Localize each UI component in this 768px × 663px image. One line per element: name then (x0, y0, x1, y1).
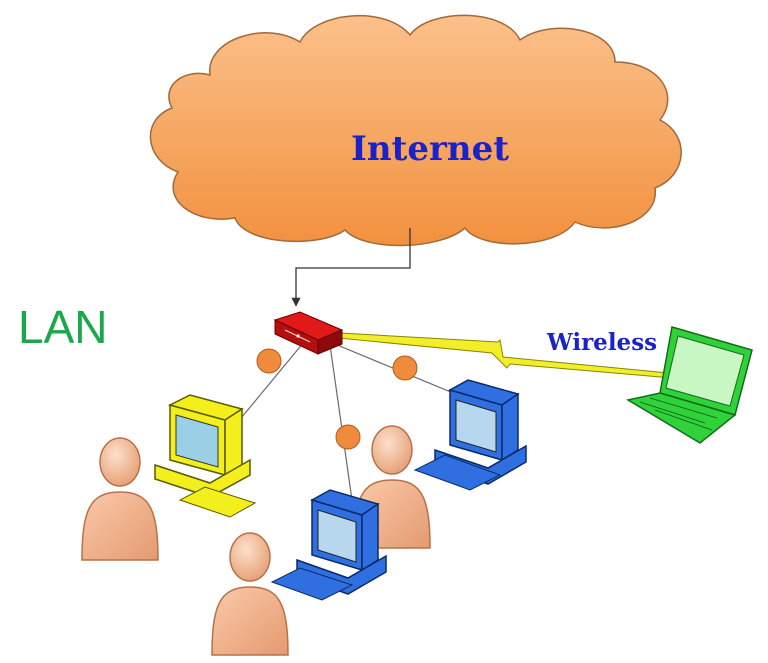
laptop-icon (625, 326, 753, 444)
desktop-computer-yellow-icon (154, 394, 257, 518)
hub-node (392, 355, 418, 381)
link-router-computer-blue-lower (329, 344, 353, 501)
hub-node (335, 424, 361, 450)
internet-label: Internet (351, 129, 509, 169)
internet-cloud-icon (149, 14, 682, 247)
hub-node (256, 348, 282, 374)
wireless-label: Wireless (546, 329, 657, 356)
lan-label: LAN (18, 301, 107, 353)
user-icon (211, 532, 289, 656)
internet-router-link (291, 228, 411, 307)
router-icon (273, 311, 344, 355)
desktop-computer-blue-icon (413, 379, 527, 491)
user-icon (81, 437, 159, 561)
desktop-computer-blue-icon (270, 489, 387, 601)
